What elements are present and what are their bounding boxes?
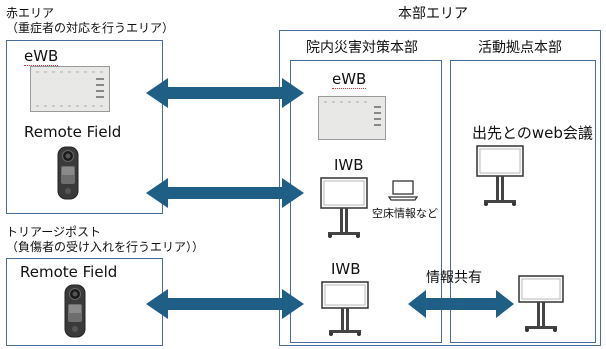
triage-subtitle: （負傷者の受け入れを行うエリア）） <box>6 240 205 254</box>
laptop-label: 空床情報など <box>372 207 438 220</box>
double-arrow-ewb <box>146 78 304 108</box>
red-area-title: 赤エリア <box>6 6 55 20</box>
hq-ewb-label: eWB <box>332 70 367 89</box>
triage-remote-field-label: Remote Field <box>20 263 118 281</box>
activity-hq-box <box>450 60 596 343</box>
iwb1-icon <box>320 177 368 239</box>
web-meeting-board-icon <box>476 145 524 207</box>
double-arrow-remote-iwb <box>146 178 304 208</box>
red-area-box <box>6 40 163 214</box>
red-remote-field-label: Remote Field <box>24 123 122 141</box>
triage-camera-icon <box>64 284 86 338</box>
iwb1-label: IWB <box>334 156 364 174</box>
iwb2-label: IWB <box>331 260 361 278</box>
hq-ewb-board-image <box>318 96 386 140</box>
web-meeting-label: 出先とのweb会議 <box>472 124 593 142</box>
laptop-icon <box>388 180 418 202</box>
iwb2-icon <box>321 281 369 337</box>
double-arrow-triage-iwb <box>146 289 304 319</box>
red-area-subtitle: （重症者の対応を行うエリア） <box>6 21 175 35</box>
double-arrow-info-share <box>408 290 514 318</box>
red-ewb-label: eWB <box>24 47 59 66</box>
triage-title: トリアージポスト <box>6 225 102 239</box>
remote-field-camera-icon <box>57 146 79 200</box>
activity-board-icon <box>518 275 564 333</box>
activity-hq-title: 活動拠点本部 <box>478 40 562 56</box>
hospital-hq-title: 院内災害対策本部 <box>306 40 418 56</box>
info-share-label: 情報共有 <box>426 270 482 286</box>
hq-title: 本部エリア <box>398 6 468 22</box>
ewb-board-image <box>30 66 110 112</box>
